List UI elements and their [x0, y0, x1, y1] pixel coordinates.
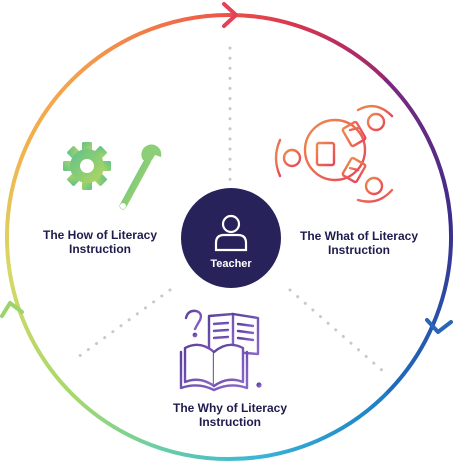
ring-arc-right — [384, 78, 453, 396]
why-segment-label: The Why of Literacy Instruction — [152, 401, 308, 429]
ring-arc-top — [70, 13, 388, 82]
arrowhead-top-icon — [222, 2, 238, 28]
open-books-question-icon — [179, 309, 262, 392]
what-segment-label: The What of Literacy Instruction — [286, 229, 432, 257]
divider-right — [288, 288, 386, 374]
what-label-line-2: Instruction — [328, 243, 390, 257]
people-around-table-icon — [274, 104, 394, 203]
what-label-line-1: The What of Literacy — [299, 229, 418, 243]
how-segment-label: The How of Literacy Instruction — [22, 228, 178, 256]
ring-arc-bottom — [70, 392, 388, 461]
how-label-line-2: Instruction — [69, 242, 131, 256]
dotted-dividers — [72, 46, 386, 374]
ring-arc-left — [5, 78, 74, 396]
gear-and-wrench-icon — [63, 142, 162, 210]
cycle-ring — [5, 13, 453, 461]
why-label-line-2: Instruction — [199, 415, 261, 429]
divider-left — [72, 288, 172, 362]
teacher-hub — [181, 188, 281, 288]
arrowhead-left-icon — [0, 301, 24, 318]
how-label-line-1: The How of Literacy — [42, 228, 158, 242]
person-icon — [214, 214, 248, 252]
teacher-label: Teacher — [210, 258, 252, 270]
why-label-line-1: The Why of Literacy — [172, 401, 288, 415]
arrowhead-right-icon — [425, 318, 453, 334]
